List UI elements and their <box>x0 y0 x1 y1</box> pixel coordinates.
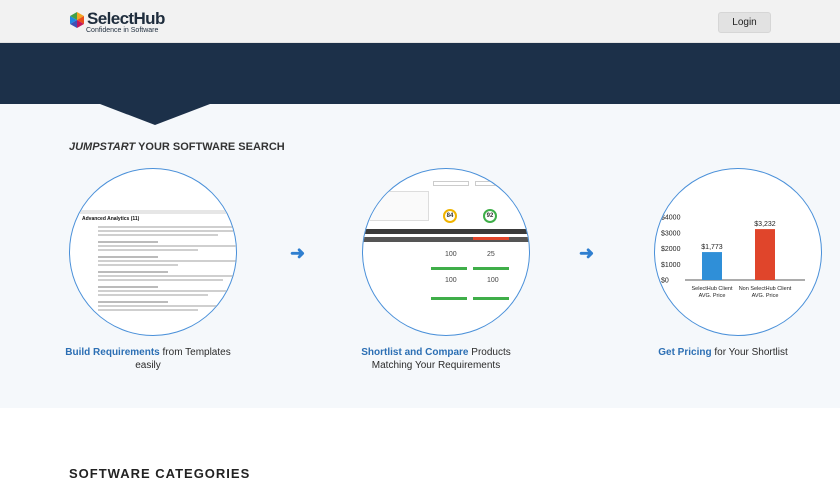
select-box <box>475 181 511 186</box>
step-2-caption: Shortlist and Compare Products Matching … <box>341 347 531 372</box>
x-tick-label: AVG. Price <box>699 293 726 299</box>
price-bar <box>702 252 722 280</box>
shortlist-compare-link[interactable]: Shortlist and Compare <box>361 347 469 358</box>
compare-preview-image: 84 92 100 25 100 100 <box>362 168 530 336</box>
table-header-row <box>363 237 529 242</box>
x-tick-label: Non SelectHub Client <box>739 286 792 292</box>
score-gauge: 84 <box>443 209 457 223</box>
y-tick-label: $3000 <box>661 230 681 237</box>
section-title: JUMPSTART YOUR SOFTWARE SEARCH <box>69 141 285 153</box>
step-2-text: Products Matching Your Requirements <box>371 347 511 371</box>
software-categories-heading: SOFTWARE CATEGORIES <box>69 466 251 481</box>
score-value: 100 <box>445 277 457 284</box>
table-header-row <box>363 229 529 234</box>
status-bar <box>431 267 467 270</box>
section-title-emphasis: JUMPSTART <box>69 141 136 153</box>
bar-value-label: $1,773 <box>701 244 723 251</box>
x-tick-label: AVG. Price <box>752 293 779 299</box>
y-tick-label: $0 <box>661 278 669 285</box>
get-pricing-link[interactable]: Get Pricing <box>658 347 712 358</box>
y-tick-label: $1000 <box>661 262 681 269</box>
step-3-text: for Your Shortlist <box>711 347 788 358</box>
login-button[interactable]: Login <box>718 12 771 33</box>
requirements-heading: Advanced Analytics (11) <box>82 216 140 222</box>
brand-name: SelectHub <box>87 9 165 28</box>
step-arrow-1-icon: ➜ <box>290 243 306 263</box>
status-bar <box>431 297 467 300</box>
price-bar <box>755 229 775 280</box>
step-1-text: from Templates easily <box>135 347 231 371</box>
doc-header-bar <box>80 210 230 214</box>
section-title-rest: YOUR SOFTWARE SEARCH <box>135 141 285 153</box>
y-tick-label: $2000 <box>661 246 681 253</box>
hero-banner <box>0 43 840 104</box>
requirements-preview-image: Advanced Analytics (11) <box>69 168 237 336</box>
score-gauge: 92 <box>483 209 497 223</box>
status-bar <box>473 237 509 240</box>
status-bar <box>473 267 509 270</box>
step-3-caption: Get Pricing for Your Shortlist <box>628 347 818 360</box>
logo-hexagon-icon <box>70 12 84 28</box>
score-value: 100 <box>487 277 499 284</box>
build-requirements-link[interactable]: Build Requirements <box>65 347 160 358</box>
bar-value-label: $3,232 <box>754 221 776 228</box>
x-tick-label: SelectHub Client <box>692 286 733 292</box>
top-nav-bar: SelectHub Confidence in Software Login <box>0 0 840 43</box>
select-box <box>433 181 469 186</box>
doc-body <box>80 224 236 311</box>
y-tick-label: $4000 <box>661 215 681 222</box>
banner-notch <box>100 104 210 125</box>
score-value: 25 <box>487 251 495 258</box>
brand-tagline: Confidence in Software <box>86 27 159 34</box>
view-options-menu <box>369 191 429 221</box>
step-arrow-2-icon: ➜ <box>579 243 595 263</box>
status-bar <box>473 297 509 300</box>
score-value: 100 <box>445 251 457 258</box>
step-1-caption: Build Requirements from Templates easily <box>53 347 243 372</box>
